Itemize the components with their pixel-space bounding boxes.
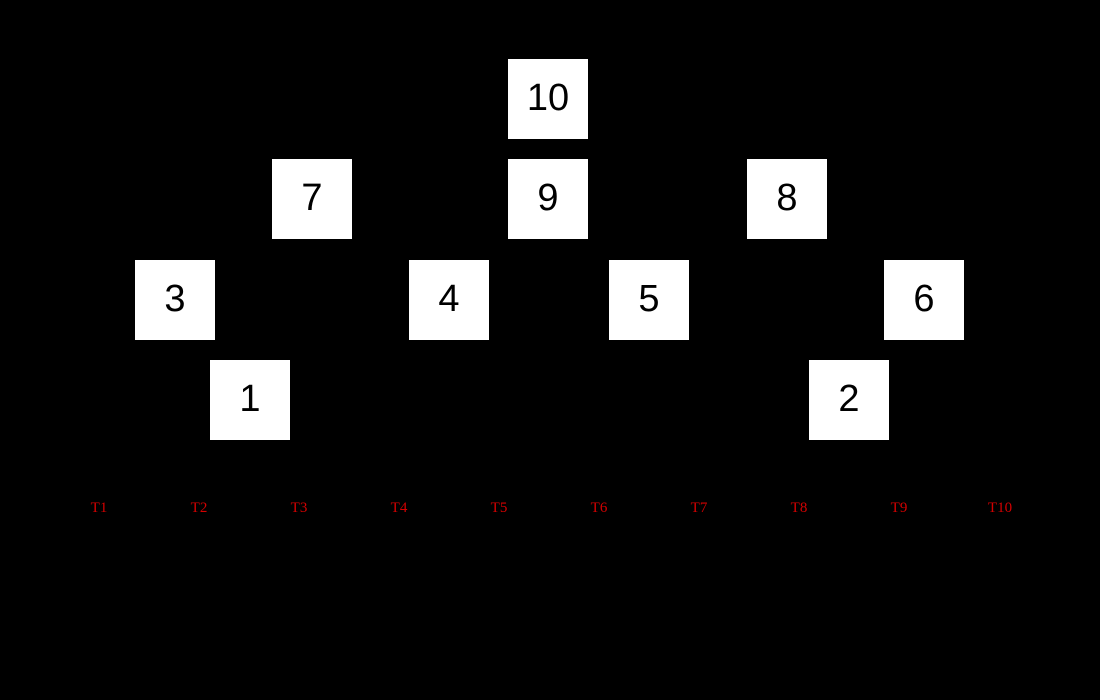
axis-tick-label: T6 [590, 500, 608, 516]
node-label: 9 [537, 177, 559, 219]
axis-tick-label: T4 [390, 500, 408, 516]
node-box[interactable]: 5 [609, 260, 689, 340]
node-label: 8 [776, 177, 798, 219]
node-box[interactable]: 6 [884, 260, 964, 340]
axis-tick-label: T8 [790, 500, 808, 516]
axis-tick-label: T5 [490, 500, 508, 516]
node-box[interactable]: 3 [135, 260, 215, 340]
axis-tick-label: T2 [190, 500, 208, 516]
axis-tick-label: T3 [290, 500, 308, 516]
node-label: 5 [638, 278, 660, 320]
node-label: 7 [301, 177, 323, 219]
axis-tick-label: T9 [890, 500, 908, 516]
node-label: 6 [913, 278, 935, 320]
node-label: 3 [164, 278, 186, 320]
axis-tick-label: T10 [987, 500, 1013, 516]
node-label: 1 [239, 378, 261, 420]
axis-tick-label: T1 [90, 500, 108, 516]
node-box[interactable]: 2 [809, 360, 889, 440]
node-box[interactable]: 8 [747, 159, 827, 239]
node-box[interactable]: 1 [210, 360, 290, 440]
node-label: 10 [526, 77, 570, 119]
node-box[interactable]: 9 [508, 159, 588, 239]
node-label: 2 [838, 378, 860, 420]
node-label: 4 [438, 278, 460, 320]
node-box[interactable]: 7 [272, 159, 352, 239]
node-box[interactable]: 4 [409, 260, 489, 340]
axis-tick-label: T7 [690, 500, 708, 516]
node-box[interactable]: 10 [508, 59, 588, 139]
